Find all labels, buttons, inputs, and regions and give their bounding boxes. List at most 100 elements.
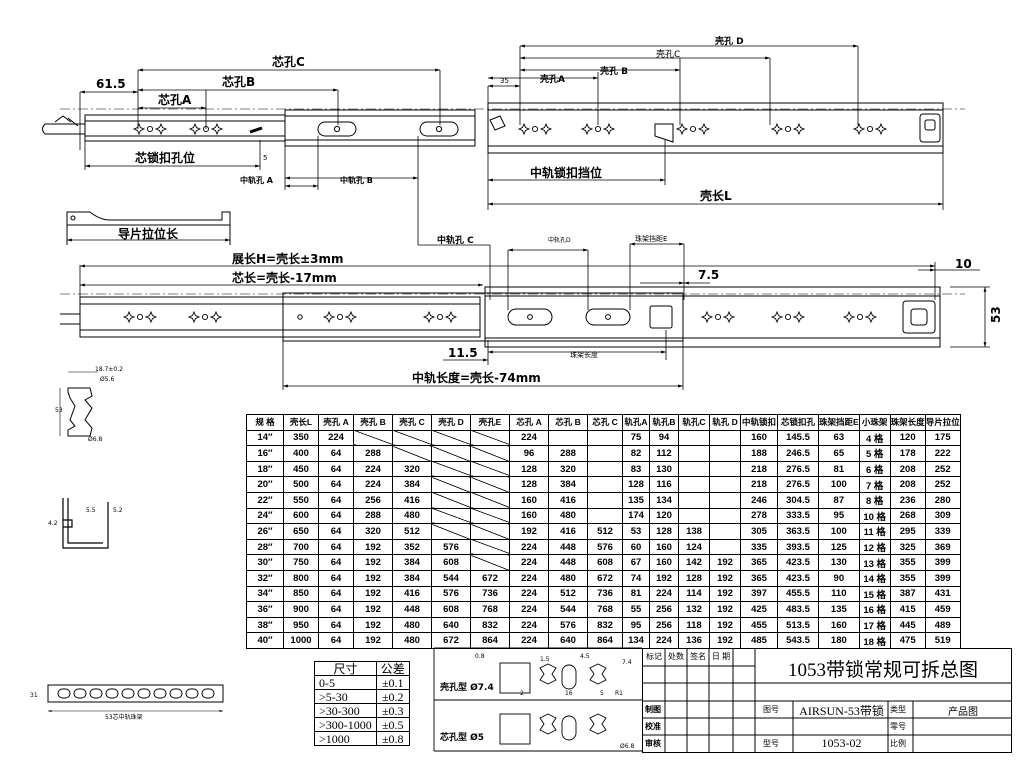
- spec-cell: 448: [392, 601, 432, 618]
- spec-cell: 6 格: [858, 460, 891, 478]
- spec-cell: 224: [649, 585, 679, 603]
- spec-cell: 276.5: [777, 476, 819, 493]
- spec-cell: 128: [509, 476, 549, 493]
- spec-cell: 4 格: [858, 429, 891, 447]
- spec-cell: 218: [740, 476, 778, 493]
- spec-header: 轨孔A: [622, 414, 650, 431]
- spec-cell: 339: [924, 523, 961, 540]
- spec-cell: 672: [431, 632, 471, 649]
- spec-cell: 384: [392, 476, 432, 493]
- spec-cell: 350: [283, 429, 319, 447]
- spec-cell: 384: [392, 569, 432, 587]
- spec-cell: [470, 507, 510, 525]
- spec-cell: 246.5: [777, 445, 819, 462]
- top-dimension-lines: [79, 44, 944, 245]
- top-dimension-labels: 61.5 芯孔A 芯孔B 芯孔C 芯锁扣孔位 5 中轨孔 A 中轨孔 B 35 …: [96, 35, 744, 203]
- spec-cell: 18″: [246, 460, 284, 478]
- section-dim-3: 53: [55, 407, 63, 414]
- spec-cell: 64: [318, 445, 354, 462]
- tolerance-row: 0-5±0.1: [314, 675, 410, 690]
- spec-cell: 130: [649, 460, 679, 478]
- spec-cell: 83: [622, 460, 650, 478]
- spec-cell: [709, 538, 741, 556]
- title-block-grid: [643, 649, 1011, 752]
- channel-dim-1: 5.5: [86, 507, 96, 514]
- spec-cell: 90: [818, 569, 860, 587]
- spec-cell: 278: [740, 507, 778, 525]
- tolerance-header: 尺寸: [314, 661, 377, 676]
- spec-cell: 192: [709, 569, 741, 587]
- spec-cell: [470, 460, 510, 478]
- spec-cell: [587, 429, 623, 447]
- spec-cell: 224: [509, 601, 549, 618]
- spec-cell: 423.5: [777, 554, 819, 571]
- spec-cell: [709, 429, 741, 447]
- label-mid-lock-stop: 中轨锁扣挡位: [530, 165, 602, 180]
- spec-header: 芯锁扣孔: [777, 414, 819, 431]
- label-bead-length: 珠架长度: [570, 350, 598, 359]
- spec-cell: [470, 538, 510, 556]
- spec-cell: 608: [587, 554, 623, 571]
- spec-cell: 18 格: [858, 632, 891, 649]
- spec-cell: 224: [509, 585, 549, 603]
- spec-cell: 431: [924, 585, 961, 603]
- spec-cell: 288: [353, 507, 393, 525]
- spec-cell: 608: [431, 601, 471, 618]
- spec-header: 轨孔 D: [709, 414, 741, 431]
- spec-cell: 64: [318, 460, 354, 478]
- spec-cell: 180: [818, 632, 860, 649]
- spec-cell: 95: [818, 507, 860, 525]
- tolerance-cell: >300-1000: [314, 717, 377, 732]
- spec-cell: [678, 460, 710, 478]
- spec-cell: 224: [509, 632, 549, 649]
- spec-cell: [587, 460, 623, 478]
- spec-cell: 136: [678, 632, 710, 649]
- label-shell-hole-d: 壳孔 D: [714, 35, 744, 47]
- spec-cell: 64: [318, 585, 354, 603]
- label-extended-length: 展长H=壳长±3mm: [232, 251, 344, 266]
- spec-cell: 112: [649, 445, 679, 462]
- spec-cell: 864: [470, 632, 510, 649]
- spec-cell: 145.5: [777, 429, 819, 447]
- spec-cell: 900: [283, 601, 319, 618]
- tolerance-row: >30-300±0.3: [314, 703, 410, 718]
- spec-cell: 128: [678, 569, 710, 587]
- label-mid-length: 中轨长度=壳长-74mm: [412, 370, 541, 385]
- spec-cell: 24″: [246, 507, 284, 525]
- spec-cell: 672: [470, 569, 510, 587]
- spec-cell: [470, 429, 510, 447]
- spec-cell: 192: [709, 554, 741, 571]
- spec-cell: 160: [818, 616, 860, 634]
- spec-header: 规 格: [246, 414, 284, 431]
- spec-cell: 850: [283, 585, 319, 603]
- label-mid-hole-c: 中轨孔 C: [437, 234, 474, 246]
- spec-cell: 65: [818, 445, 860, 462]
- spec-cell: 576: [548, 616, 588, 634]
- dim-35: 35: [500, 77, 509, 85]
- spec-cell: 416: [548, 523, 588, 540]
- spec-cell: 672: [587, 569, 623, 587]
- tolerance-cell: >5-30: [314, 689, 377, 704]
- spec-cell: 138: [678, 523, 710, 540]
- spec-cell: 519: [924, 632, 961, 649]
- spec-cell: 10 格: [858, 507, 891, 525]
- title-block: 标记 处数 签名 日 期 1053带锁常规可拆总图 制图 校准 审核 图号 AI…: [642, 648, 1012, 753]
- spec-cell: 355: [889, 569, 926, 587]
- spec-cell: 132: [678, 601, 710, 618]
- tolerance-header: 公差: [375, 661, 410, 676]
- spec-cell: [709, 445, 741, 462]
- hole-dim-5: 16: [565, 690, 573, 697]
- spec-cell: 256: [649, 601, 679, 618]
- channel-dim-3: 4.2: [48, 520, 58, 527]
- spec-cell: 320: [548, 460, 588, 478]
- spec-cell: 134: [622, 632, 650, 649]
- spec-cell: [587, 507, 623, 525]
- spec-cell: 128: [509, 460, 549, 478]
- spec-cell: 160: [649, 538, 679, 556]
- spec-cell: 224: [353, 476, 393, 493]
